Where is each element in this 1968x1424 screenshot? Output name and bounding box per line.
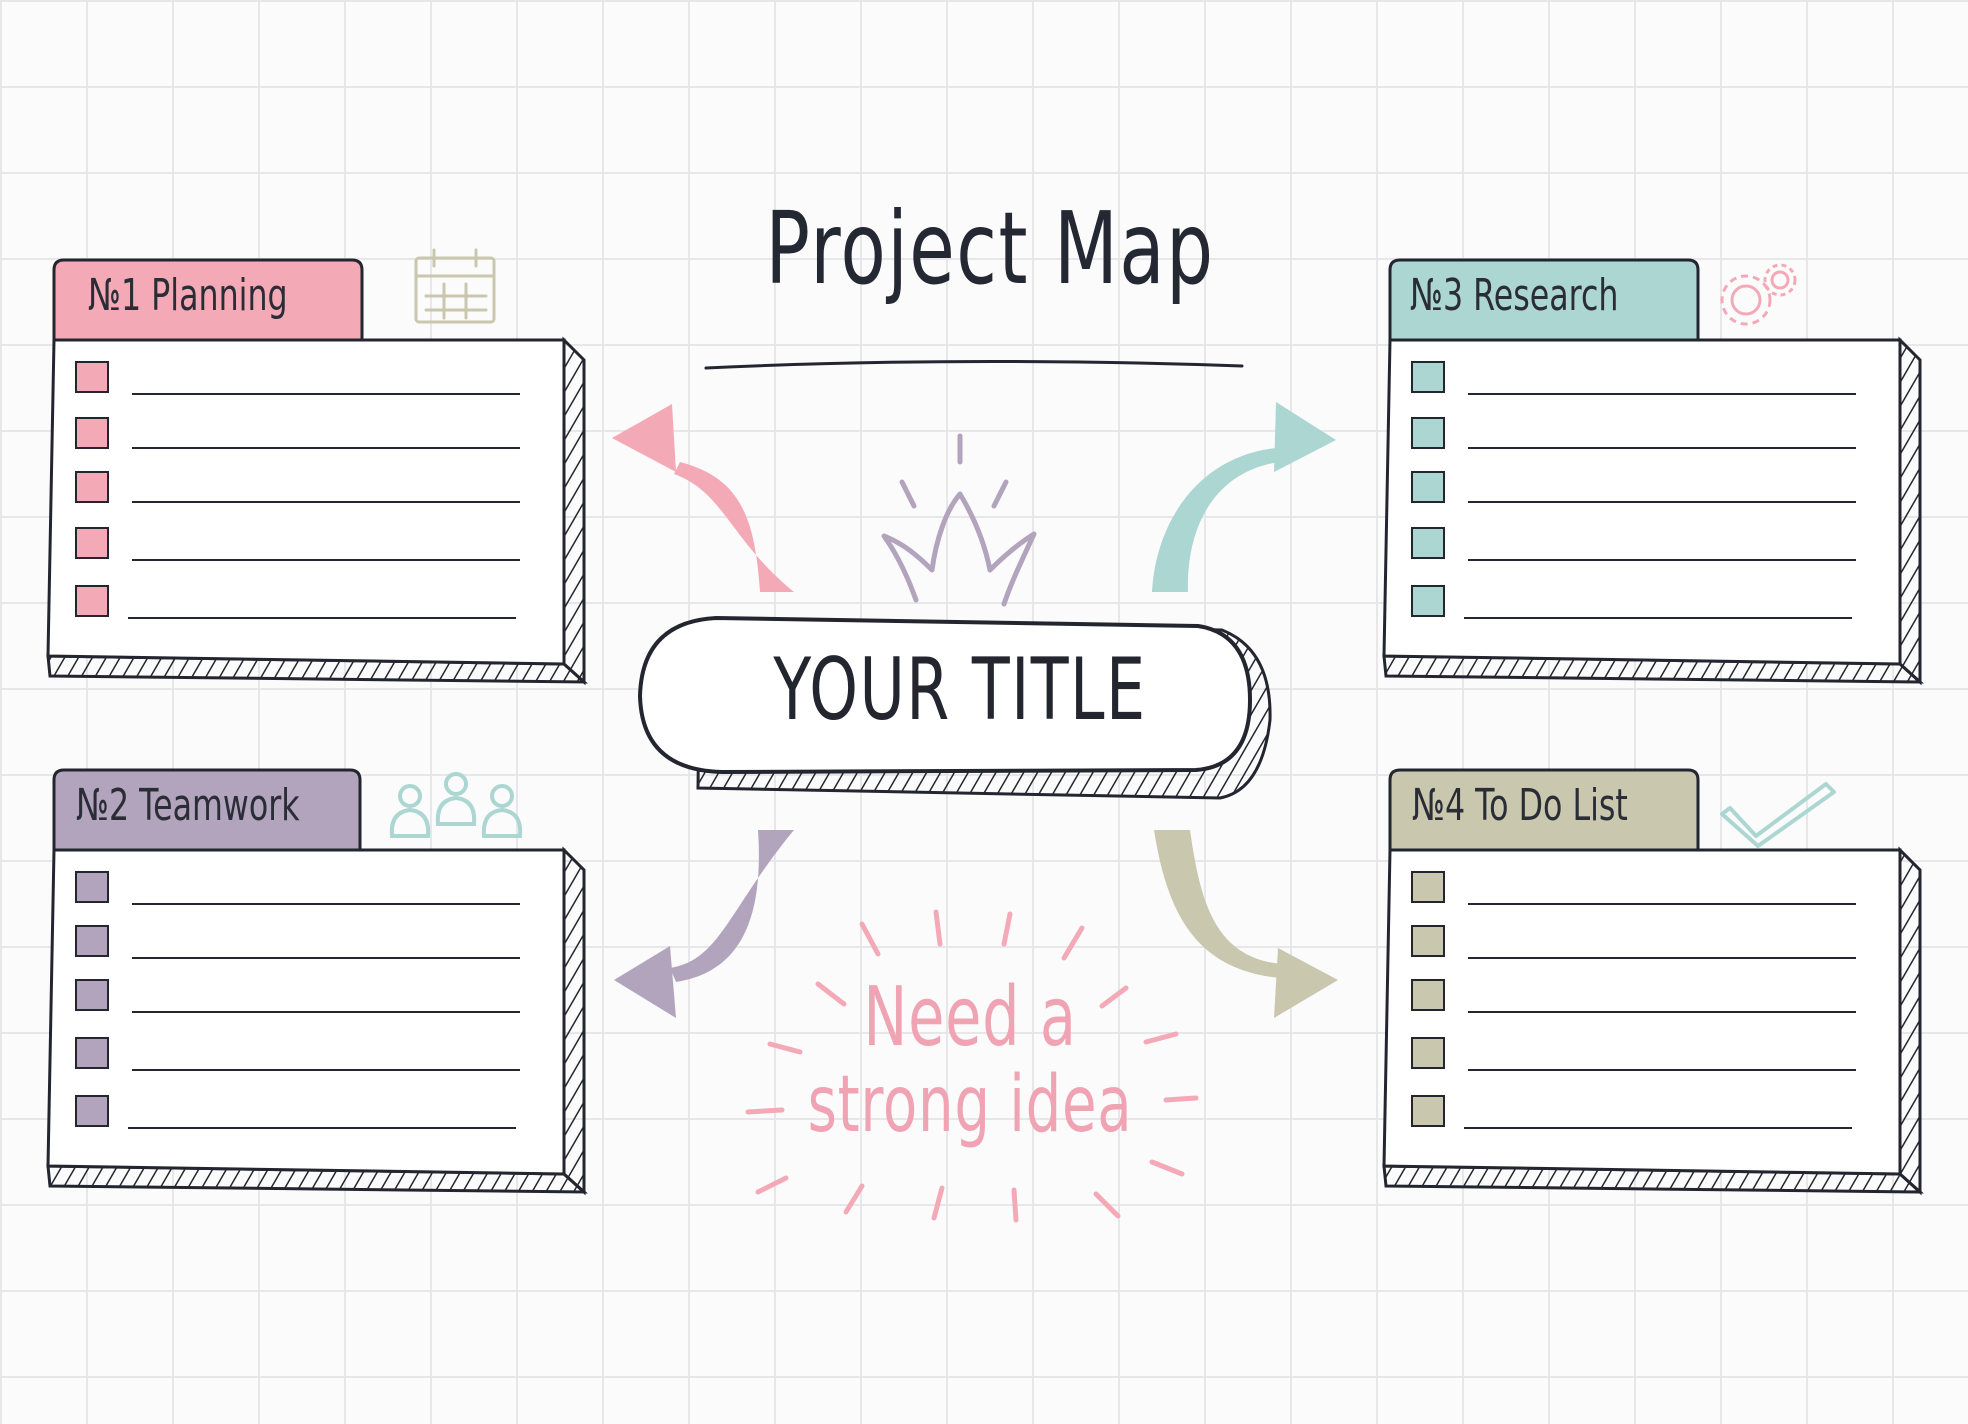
checklist: [1411, 871, 1856, 1129]
checkbox[interactable]: [75, 1037, 109, 1069]
arrow-to-research: [1152, 402, 1336, 592]
checkbox[interactable]: [1411, 527, 1445, 559]
people-icon: [389, 772, 523, 838]
checkmark-icon: [1720, 782, 1836, 848]
crown-icon: [881, 433, 1037, 607]
checkbox[interactable]: [1411, 925, 1445, 957]
checkbox[interactable]: [75, 417, 109, 449]
checkbox[interactable]: [75, 361, 109, 393]
checkbox[interactable]: [1411, 871, 1445, 903]
checkbox[interactable]: [75, 979, 109, 1011]
checkbox[interactable]: [1411, 1095, 1445, 1127]
panel-tab: [1388, 258, 1700, 342]
checkbox[interactable]: [1411, 979, 1445, 1011]
panel-todo: [1382, 768, 1924, 1196]
panel-tab: [52, 258, 364, 342]
checkbox[interactable]: [75, 527, 109, 559]
panel-label-research: №3 Research: [1410, 270, 1619, 321]
arrow-to-planning: [612, 404, 794, 592]
checkbox[interactable]: [1411, 471, 1445, 503]
checkbox[interactable]: [1411, 585, 1445, 617]
idea-text-line-2: strong idea: [807, 1060, 1133, 1150]
arrow-to-todo: [1154, 830, 1338, 1018]
panel-label-planning: №1 Planning: [88, 270, 288, 321]
calendar-icon: [414, 248, 496, 324]
panel-label-todo: №4 To Do List: [1412, 780, 1628, 831]
checkbox[interactable]: [1411, 361, 1445, 393]
idea-burst-rays: [745, 909, 1199, 1223]
panel-research: [1382, 258, 1924, 686]
arrow-to-teamwork: [614, 830, 794, 1018]
checkbox[interactable]: [75, 471, 109, 503]
checkbox[interactable]: [75, 871, 109, 903]
page-title: Project Map: [765, 190, 1215, 307]
central-topic-node[interactable]: [637, 615, 1272, 800]
gears-icon: [1720, 263, 1797, 326]
panel-planning: [46, 258, 588, 686]
checklist: [75, 871, 520, 1129]
checkbox[interactable]: [1411, 417, 1445, 449]
panel-tab: [52, 768, 362, 852]
checkbox[interactable]: [75, 585, 109, 617]
title-underline: [704, 359, 1244, 370]
checklist: [75, 361, 520, 619]
idea-text-line-1: Need a: [863, 970, 1077, 1065]
panel-label-teamwork: №2 Teamwork: [76, 780, 300, 831]
checkbox[interactable]: [75, 1095, 109, 1127]
checkbox[interactable]: [75, 925, 109, 957]
checkbox[interactable]: [1411, 1037, 1445, 1069]
panel-tab: [1388, 768, 1700, 852]
panel-teamwork: [46, 768, 588, 1196]
central-topic-label[interactable]: YOUR TITLE: [773, 640, 1147, 740]
checklist: [1411, 361, 1856, 619]
